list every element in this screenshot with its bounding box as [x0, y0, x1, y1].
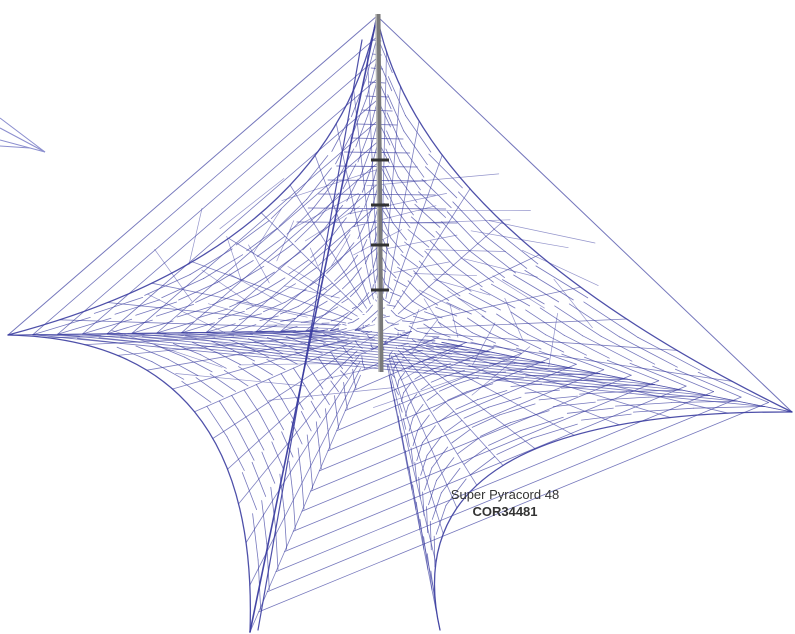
center-mast	[371, 13, 389, 373]
neighbor-structure-fragment	[0, 117, 46, 153]
product-caption: Super Pyracord 48 COR34481	[420, 486, 590, 520]
product-code: COR34481	[472, 504, 538, 519]
product-name: Super Pyracord 48	[450, 487, 560, 502]
rope-net	[7, 15, 793, 633]
